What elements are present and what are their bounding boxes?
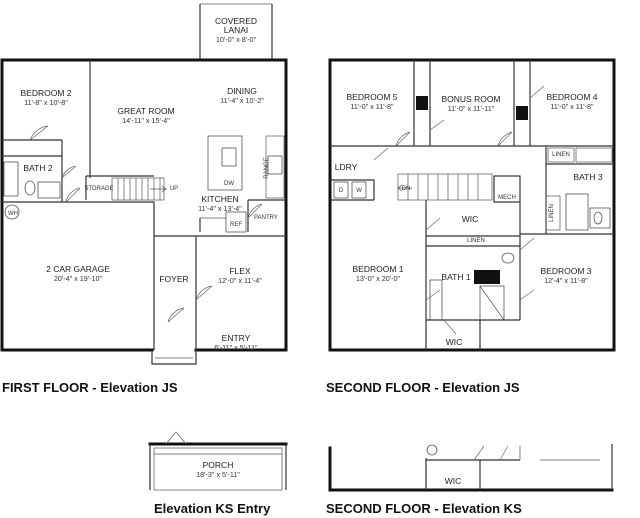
dryer-label: D (339, 188, 344, 194)
entry-label: ENTRY (222, 333, 251, 343)
closet-block-1 (416, 96, 428, 110)
second-floor-stairs (397, 173, 493, 201)
linen-mid-label: LINEN (467, 238, 485, 244)
pantry-label: PANTRY (254, 215, 278, 221)
lanai-label-2: LANAI (224, 25, 249, 35)
garage-label: 2 CAR GARAGE (46, 264, 110, 274)
garage-dims: 20'-4" x 19'-10" (54, 274, 103, 283)
bedroom4-label: BEDROOM 4 (546, 92, 597, 102)
great-room-dims: 14'-11" x 15'-4" (122, 116, 170, 125)
storage-label: STORAGE (84, 186, 113, 192)
bonus-room-dims: 11'-0" x 11'-11" (448, 104, 495, 113)
bedroom3-dims: 12'-4" x 11'-8" (544, 276, 588, 285)
first-floor-stairs (111, 177, 167, 201)
bedroom1-dims: 13'-0" x 20'-0" (356, 274, 401, 283)
bedroom3-label: BEDROOM 3 (540, 266, 591, 276)
ks-entry-plan: PORCH 18'-3" x 5'-11" (148, 431, 288, 491)
linen-side-label: LINEN (549, 204, 555, 222)
ref-label: REF (230, 222, 242, 228)
range-label: RANGE (264, 157, 270, 178)
bedroom1-label: BEDROOM 1 (352, 264, 403, 274)
kitchen-label: KITCHEN (201, 194, 238, 204)
bedroom2-label: BEDROOM 2 (20, 88, 71, 98)
bedroom5-dims: 11'-0" x 11'-8" (350, 102, 394, 111)
ks-second-floor-caption: SECOND FLOOR - Elevation KS (326, 501, 522, 516)
ks-second-floor-plan: WIC (328, 444, 614, 492)
lanai-dims: 10'-0" x 8'-0" (216, 35, 257, 44)
kitchen-dims: 11'-4" x 13'-4" (198, 204, 242, 213)
dining-label: DINING (227, 86, 257, 96)
ks-wic-label: WIC (445, 476, 462, 486)
ldry-label: LDRY (335, 162, 358, 172)
dn-label: DN (402, 186, 411, 192)
first-floor-plan: COVERED LANAI 10'-0" x 8'-0" BEDROOM 2 1… (0, 3, 288, 365)
porch-dims: 18'-3" x 5'-11" (196, 470, 240, 479)
foyer-label: FOYER (159, 274, 188, 284)
bedroom2-dims: 11'-8" x 10'-8" (24, 98, 68, 107)
second-floor-outline (328, 58, 616, 352)
closet-block-2 (516, 106, 528, 120)
linen-top-label: LINEN (552, 152, 570, 158)
flex-label: FLEX (229, 266, 251, 276)
bath3-label: BATH 3 (573, 172, 602, 182)
washer-label: W (356, 188, 362, 194)
wic-label: WIC (462, 214, 479, 224)
porch-label: PORCH (203, 460, 234, 470)
dw-label: DW (224, 181, 234, 187)
second-floor-caption: SECOND FLOOR - Elevation JS (326, 380, 520, 395)
wh-label: WH (8, 211, 18, 217)
bath1-label: BATH 1 (441, 272, 470, 282)
up-label: UP (170, 186, 178, 192)
mech-label: MECH (498, 195, 516, 201)
great-room-label: GREAT ROOM (117, 106, 174, 116)
bonus-room-label: BONUS ROOM (441, 94, 500, 104)
sink (221, 147, 237, 167)
bedroom5-label: BEDROOM 5 (346, 92, 397, 102)
ks-entry-caption: Elevation KS Entry (154, 501, 271, 516)
wic-bottom-label: WIC (446, 337, 463, 347)
first-floor-caption: FIRST FLOOR - Elevation JS (2, 380, 178, 395)
dining-dims: 11'-4" x 10'-2" (220, 96, 264, 105)
bedroom4-dims: 11'-0" x 11'-8" (550, 102, 594, 111)
lanai-label-1: COVERED (215, 16, 257, 26)
shower-niche (474, 270, 500, 284)
bath2-label: BATH 2 (23, 163, 52, 173)
flex-dims: 12'-0" x 11'-4" (218, 276, 262, 285)
refrigerator (225, 211, 247, 233)
second-floor-plan: BEDROOM 5 11'-0" x 11'-8" BONUS ROOM 11'… (328, 58, 616, 352)
water-heater (4, 204, 20, 220)
entry-dims: 6'-11" x 5'-11" (214, 343, 258, 352)
